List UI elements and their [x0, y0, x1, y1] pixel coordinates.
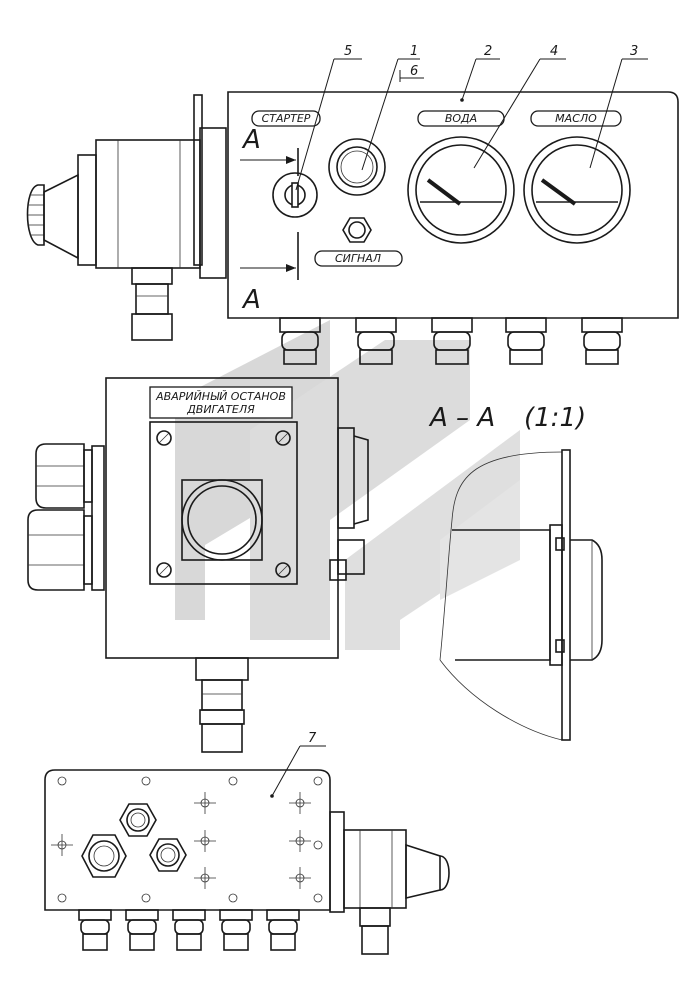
- back-mushroom-icon: [439, 855, 450, 891]
- section-mark-bottom: А: [241, 285, 261, 315]
- water-gauge-icon: [407, 136, 515, 244]
- mushroom-button-icon: [26, 184, 45, 246]
- signal-label: СИГНАЛ: [335, 252, 381, 265]
- emergency-label-line1: АВАРИЙНЫЙ ОСТАНОВ: [155, 390, 286, 403]
- oil-label: МАСЛО: [555, 112, 597, 125]
- callout-4: 4: [550, 44, 558, 59]
- callout-7: 7: [308, 731, 317, 746]
- callout-6: 6: [410, 64, 418, 79]
- section-scale: (1:1): [524, 403, 586, 433]
- callout-1: 1: [410, 44, 418, 59]
- emergency-stop-button-icon: [181, 479, 263, 561]
- starter-label: СТАРТЕР: [262, 112, 311, 125]
- starter-switch-icon: [272, 172, 318, 218]
- cable-glands-front: [279, 317, 623, 365]
- back-view: 7: [44, 731, 450, 955]
- oil-gauge-icon: [523, 136, 631, 244]
- side-view: АВАРИЙНЫЙ ОСТАНОВ ДВИГАТЕЛЯ: [27, 377, 369, 753]
- signal-lamp-icon: [342, 217, 372, 243]
- callout-5: 5: [344, 44, 352, 59]
- watermark-logo: [175, 320, 520, 650]
- cable-glands-back: [78, 909, 300, 951]
- callout-3: 3: [630, 44, 638, 59]
- corner-screw-icons: [156, 430, 291, 578]
- side-left-glands: [27, 443, 105, 591]
- front-view: СТАРТЕР ВОДА МАСЛО СИГНАЛ А А: [26, 44, 679, 365]
- indicator-lamp-icon: [328, 138, 386, 196]
- section-title: А – А: [428, 403, 495, 433]
- section-view: А – А (1:1): [428, 403, 603, 741]
- section-mark-top: А: [241, 125, 261, 155]
- emergency-label-line2: ДВИГАТЕЛЯ: [186, 403, 255, 416]
- water-label: ВОДА: [445, 112, 477, 125]
- hex-nut-icons: [81, 803, 187, 878]
- back-holes: [51, 776, 323, 903]
- callout-2: 2: [484, 44, 492, 59]
